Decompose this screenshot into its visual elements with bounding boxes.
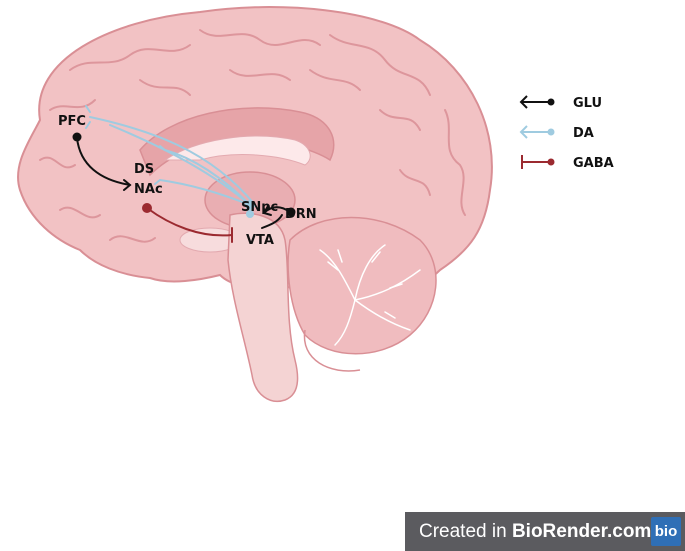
legend-label-glu: GLU: [573, 96, 602, 111]
credit-text: Created in BioRender.com: [405, 521, 651, 543]
legend-item-gaba: GABA: [521, 155, 614, 171]
biorender-logo-icon: bio: [651, 517, 681, 546]
credit-brand: BioRender.com: [511, 520, 652, 542]
label-nac: NAc: [134, 182, 163, 197]
legend: GLU DA GABA: [519, 95, 614, 171]
nac-gaba-node: [142, 203, 152, 213]
label-ds: DS: [134, 162, 154, 177]
snpc-node: [245, 200, 255, 210]
legend-label-da: DA: [573, 126, 594, 141]
drn-node: [286, 207, 296, 217]
vta-node: [246, 210, 254, 218]
biorender-credit-badge[interactable]: Created in BioRender.com bio: [405, 512, 685, 551]
legend-item-glu: GLU: [519, 95, 602, 111]
da-pathways: [85, 105, 256, 206]
label-pfc: PFC: [58, 114, 86, 129]
label-drn: DRN: [285, 207, 317, 222]
legend-label-gaba: GABA: [573, 156, 614, 171]
pfc-node: [72, 132, 82, 142]
label-vta: VTA: [246, 233, 274, 248]
cerebellum: [287, 216, 437, 372]
gaba-pathway: [146, 207, 233, 243]
label-snpc: SNpc: [241, 200, 278, 215]
brainstem: [227, 212, 299, 402]
credit-prefix: Created in: [419, 520, 512, 542]
legend-item-da: DA: [519, 125, 594, 141]
